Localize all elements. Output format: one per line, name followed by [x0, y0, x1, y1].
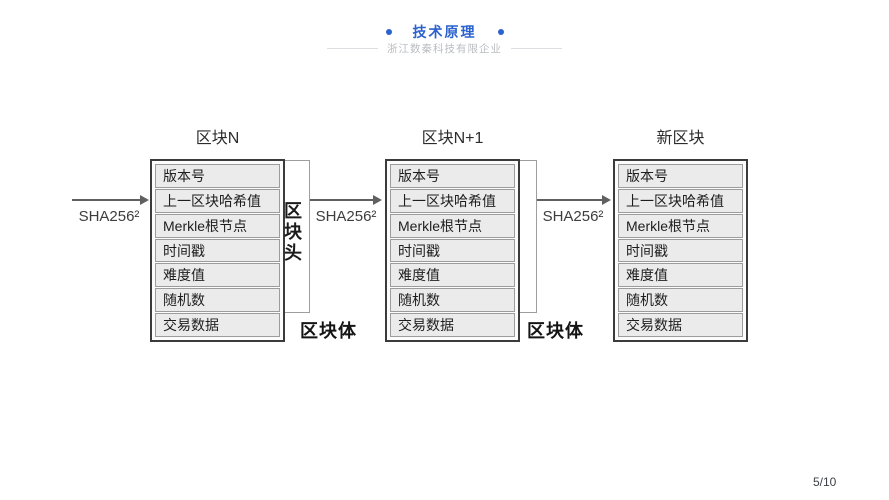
block-box: 版本号 上一区块哈希值 Merkle根节点 时间戳 难度值 随机数 交易数据	[150, 159, 285, 342]
page-title: 技术原理	[412, 24, 477, 40]
divider-line	[327, 48, 378, 49]
block-box: 版本号 上一区块哈希值 Merkle根节点 时间戳 难度值 随机数 交易数据	[385, 159, 520, 342]
block-row: 上一区块哈希值	[390, 188, 515, 213]
block-header-bracket	[285, 160, 310, 313]
block-n1-group: 区块N+1 版本号 上一区块哈希值 Merkle根节点 时间戳 难度值 随机数 …	[385, 128, 520, 342]
block-row: 版本号	[155, 164, 280, 188]
block-row: 上一区块哈希值	[618, 188, 743, 213]
bullet-dot-icon	[497, 29, 504, 35]
block-row: 随机数	[618, 288, 743, 313]
block-title: 新区块	[656, 130, 705, 147]
company-subtitle: 浙江数秦科技有限企业	[387, 43, 502, 55]
block-box: 版本号 上一区块哈希值 Merkle根节点 时间戳 难度值 随机数 交易数据	[613, 159, 748, 342]
block-row: 版本号	[390, 164, 515, 188]
arrow-head-icon	[373, 195, 382, 205]
slide-header: 技术原理	[0, 22, 889, 42]
block-header-label: 区块头	[284, 201, 302, 263]
hash-arrow-icon	[72, 195, 149, 205]
block-row: Merkle根节点	[155, 213, 280, 238]
arrow-line	[310, 199, 373, 201]
block-body-label: 区块体	[527, 321, 584, 341]
block-body-label: 区块体	[300, 321, 357, 341]
block-row: 随机数	[155, 288, 280, 313]
block-title: 区块N	[195, 130, 240, 147]
block-row: 时间戳	[618, 238, 743, 263]
block-row: 难度值	[155, 263, 280, 288]
sha256-label: SHA256²	[78, 208, 140, 225]
block-row: 上一区块哈希值	[155, 188, 280, 213]
block-row: 随机数	[390, 288, 515, 313]
hash-arrow-icon	[310, 195, 382, 205]
block-row: 交易数据	[155, 313, 280, 338]
sha256-label: SHA256²	[542, 208, 604, 225]
sha256-label: SHA256²	[315, 208, 377, 225]
arrow-head-icon	[602, 195, 611, 205]
block-n-group: 区块N 版本号 上一区块哈希值 Merkle根节点 时间戳 难度值 随机数 交易…	[150, 128, 285, 342]
block-row: 交易数据	[390, 313, 515, 338]
block-row: 难度值	[618, 263, 743, 288]
arrow-line	[537, 199, 602, 201]
block-row: 交易数据	[618, 313, 743, 338]
block-row: Merkle根节点	[390, 213, 515, 238]
block-title: 区块N+1	[421, 130, 484, 147]
slide-subheader: 浙江数秦科技有限企业	[0, 41, 889, 56]
block-row: 难度值	[390, 263, 515, 288]
new-block-group: 新区块 版本号 上一区块哈希值 Merkle根节点 时间戳 难度值 随机数 交易…	[613, 128, 748, 342]
bullet-dot-icon	[385, 29, 392, 35]
page-indicator: 5/10	[813, 475, 837, 489]
arrow-line	[72, 199, 140, 201]
hash-arrow-icon	[537, 195, 611, 205]
block-row: 时间戳	[155, 238, 280, 263]
block-row: 版本号	[618, 164, 743, 188]
arrow-head-icon	[140, 195, 149, 205]
block-header-bracket	[520, 160, 537, 313]
block-row: Merkle根节点	[618, 213, 743, 238]
divider-line	[511, 48, 562, 49]
block-row: 时间戳	[390, 238, 515, 263]
